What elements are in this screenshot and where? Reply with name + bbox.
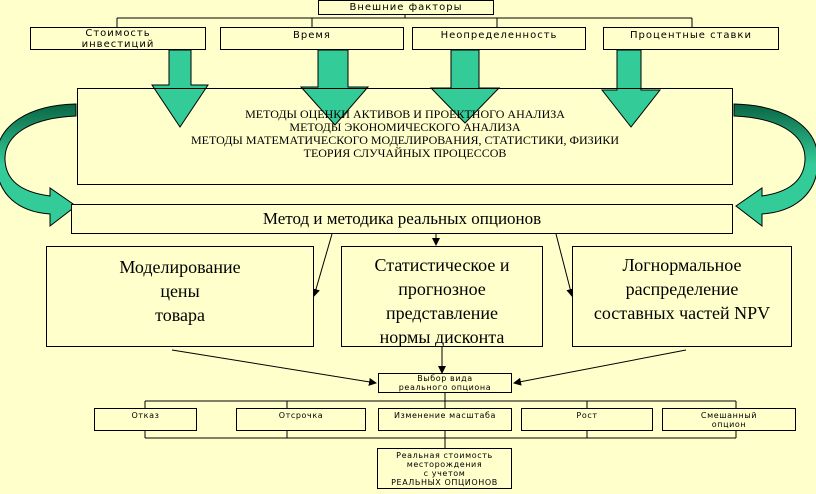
factor-interest-rates: Процентные ставки [603, 27, 779, 50]
option-growth: Рост [521, 408, 653, 431]
methods-line-3: МЕТОДЫ МАТЕМАТИЧЕСКОГО МОДЕЛИРОВАНИЯ, СТ… [190, 133, 620, 147]
analysis-methods-block: МЕТОДЫ ОЦЕНКИ АКТИВОВ И ПРОЕКТНОГО АНАЛИ… [77, 88, 733, 185]
component-price-modeling: Моделирование цены товара [46, 246, 314, 347]
external-factors-title: Внешние факторы [318, 0, 494, 15]
option-choice-box: Выбор вида реального опциона [378, 373, 512, 393]
option-deferral: Отсрочка [236, 408, 366, 431]
methods-line-1: МЕТОДЫ ОЦЕНКИ АКТИВОВ И ПРОЕКТНОГО АНАЛИ… [245, 107, 565, 121]
left-curved-arrow [0, 103, 77, 228]
methods-line-2: МЕТОДЫ ЭКОНОМИЧЕСКОГО АНАЛИЗА [289, 120, 521, 134]
right-curved-arrow [733, 103, 816, 228]
option-scale-change: Изменение масштаба [378, 408, 512, 431]
component-discount-rate: Статистическое и прогнозное представлени… [341, 246, 543, 347]
result-connectors [144, 431, 737, 448]
factor-connectors [116, 14, 693, 27]
option-connectors [144, 392, 737, 408]
component-connectors [312, 233, 575, 297]
arrow-time [299, 49, 370, 126]
factor-investment-cost: Стоимость инвестиций [30, 27, 206, 50]
real-value-result: Реальная стоимость месторождения с учето… [377, 448, 512, 489]
methods-line-4: ТЕОРИЯ СЛУЧАЙНЫХ ПРОЦЕССОВ [303, 146, 507, 160]
factor-time: Время [220, 27, 404, 50]
option-mixed: Смешанный опцион [662, 408, 796, 431]
option-abandon: Отказ [94, 408, 197, 431]
real-options-method: Метод и методика реальных опционов [71, 204, 733, 234]
factor-uncertainty: Неопределенность [412, 27, 586, 50]
choice-connectors [171, 346, 687, 386]
green-curved-arrows [0, 103, 816, 228]
component-lognormal-npv: Логнормальное распределение составных ча… [572, 246, 792, 347]
